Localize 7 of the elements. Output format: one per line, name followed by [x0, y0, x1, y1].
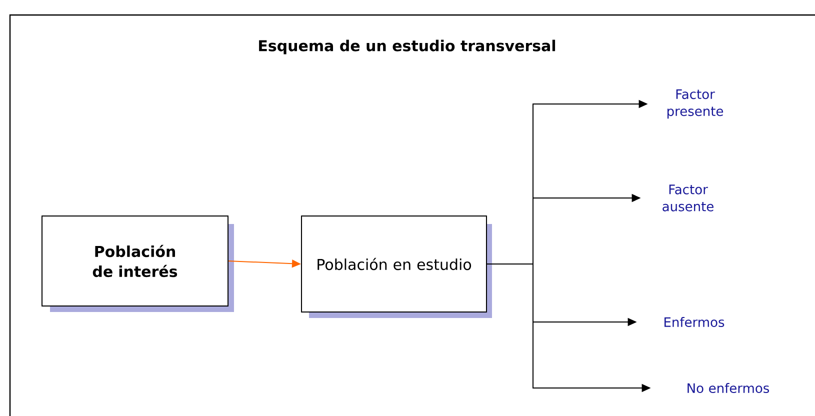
outcome-label: No enfermos	[688, 382, 770, 394]
process-box: Población en estudio	[301, 216, 492, 318]
process-box: Población de interés	[42, 216, 234, 312]
title: Esquema de un estudio transversal	[259, 40, 556, 54]
outcome-label: Factor ausente	[662, 184, 714, 212]
outcome-label: Factor presente	[667, 89, 724, 119]
outcome-label: Enfermos	[664, 316, 724, 328]
